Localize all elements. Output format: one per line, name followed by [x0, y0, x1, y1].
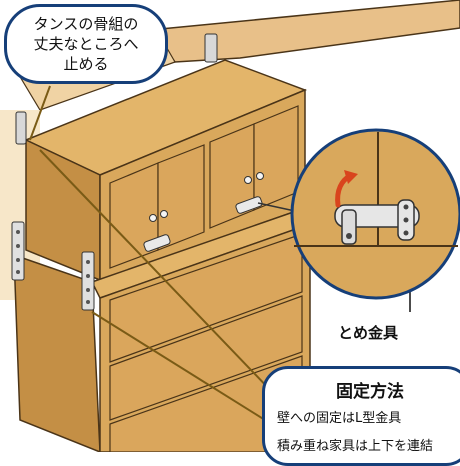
lower-cabinet-side [13, 253, 101, 452]
knob-3 [244, 176, 252, 184]
l-bracket-icon [11, 33, 218, 311]
ceiling-beam [148, 0, 460, 63]
magnifier-circle [290, 128, 460, 300]
top-note-line-3: 止める [63, 55, 109, 73]
top-note-line-1: タンスの骨組の [33, 15, 139, 33]
knob-1 [149, 214, 157, 222]
drawer-2 [109, 295, 303, 421]
knob-4 [256, 172, 264, 180]
door-left-b [157, 144, 205, 251]
furniture-illustration [0, 0, 460, 452]
knob-2 [160, 210, 168, 218]
clasp-icon [143, 196, 263, 252]
method-line-stack: 積み重ね家具は上下を連結 [277, 439, 434, 454]
method-title: 固定方法 [336, 382, 404, 402]
door-right-b [253, 105, 299, 211]
door-right-a [209, 123, 255, 229]
top-note-callout: タンスの骨組の 丈夫なところへ 止める [4, 4, 168, 84]
clip-label: とめ金具 [338, 324, 399, 342]
drawer-3 [109, 355, 303, 452]
drawer-1 [109, 233, 303, 363]
leader-top [29, 85, 51, 141]
rotate-arrow-head [344, 170, 358, 184]
method-line-wall: 壁への固定はL型金具 [277, 411, 402, 426]
leader-bracket [39, 149, 276, 396]
method-callout: 固定方法 壁への固定はL型金具 積み重ね家具は上下を連結 [262, 366, 460, 466]
leader-lower [91, 311, 266, 421]
top-note-line-2: 丈夫なところへ [33, 35, 139, 53]
